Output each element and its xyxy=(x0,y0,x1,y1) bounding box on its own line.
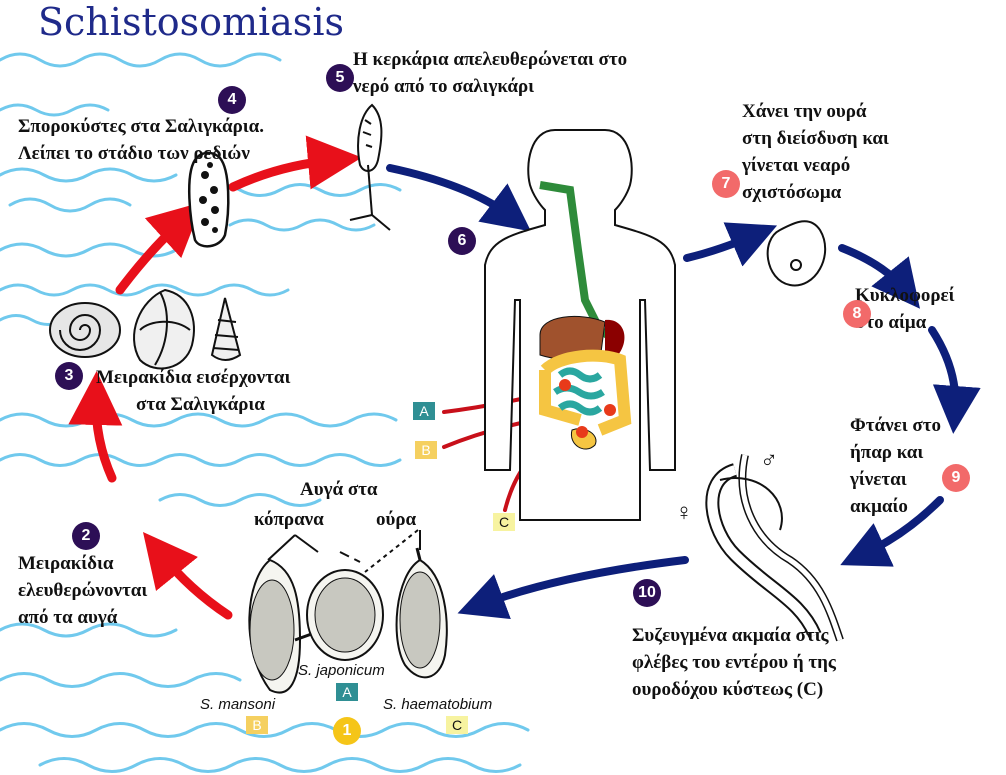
arrow-sporocyst-to-cercaria xyxy=(228,135,362,192)
site-b-label: B xyxy=(415,441,437,459)
spleen xyxy=(605,319,625,355)
stage-3-badge: 3 xyxy=(55,362,83,390)
egg-key-a: A xyxy=(336,683,358,701)
stage-8-badge: 8 xyxy=(843,300,871,328)
sporocyst-illustration xyxy=(187,151,230,248)
arrow-snail-to-sporocyst xyxy=(115,201,203,295)
arrow-blood-to-liver xyxy=(928,326,981,434)
site-c-label: C xyxy=(493,513,515,531)
water-waves xyxy=(0,52,530,773)
egg-label-japonicum: S. japonicum xyxy=(298,662,385,679)
diagram-title: Schistosomiasis xyxy=(38,0,344,44)
egg-illustrations xyxy=(248,529,448,694)
female-symbol: ♀ xyxy=(675,500,693,526)
arrow-liver-to-adults xyxy=(840,496,944,567)
egg-key-b: B xyxy=(246,716,268,734)
stage-4-badge: 4 xyxy=(218,86,246,114)
arrow-eggs-to-miracidia xyxy=(142,532,233,620)
arrow-miracidia-to-snail xyxy=(68,371,123,483)
egg-label-haematobium: S. haematobium xyxy=(383,696,493,713)
globular-snail xyxy=(133,288,195,370)
human-body xyxy=(484,129,676,521)
egg-s-japonicum xyxy=(306,569,384,661)
egg-grouping-lines xyxy=(267,529,421,573)
navy-arrows xyxy=(386,164,981,620)
stage-9-badge: 9 xyxy=(942,464,970,492)
site-marker-a xyxy=(559,379,571,391)
colon xyxy=(539,349,632,436)
egg-label-mansoni: S. mansoni xyxy=(200,696,276,713)
arrow-schistosomulum-to-blood xyxy=(838,244,920,309)
adult-worms-illustration xyxy=(705,454,844,642)
arrow-cercaria-to-human xyxy=(386,164,532,232)
stage-4-label: Σποροκύστες στα Σαλιγκάρια.Λείπει το στά… xyxy=(18,116,264,164)
egg-key-c: C xyxy=(446,716,468,734)
cercaria-illustration xyxy=(349,103,391,231)
stage-7-badge: 7 xyxy=(712,170,740,198)
stage-10-badge: 10 xyxy=(633,579,661,607)
eggs-feces-label: κόπρανα xyxy=(254,509,324,530)
egg-s-haematobium xyxy=(395,547,448,679)
arrow-human-to-schistosomulum xyxy=(683,222,778,267)
eggs-header-label: Αυγά στα xyxy=(300,479,378,500)
site-a-label: A xyxy=(413,402,435,420)
stage-6-badge: 6 xyxy=(448,227,476,255)
planorbid-snail xyxy=(49,302,121,358)
schistosomulum-illustration xyxy=(766,220,827,287)
site-marker-b xyxy=(604,404,616,416)
male-symbol: ♂ xyxy=(760,448,778,474)
site-marker-c xyxy=(576,426,588,438)
arrow-adults-to-eggs xyxy=(457,556,689,620)
eggs-urine-label: ούρα xyxy=(376,509,417,530)
egg-s-mansoni xyxy=(248,558,318,694)
stage-5-badge: 5 xyxy=(326,64,354,92)
snail-illustrations xyxy=(49,288,242,370)
stage-2-badge: 2 xyxy=(72,522,100,550)
red-arrows xyxy=(68,135,362,620)
stage-1-badge: 1 xyxy=(333,717,361,745)
turreted-snail xyxy=(210,297,242,361)
